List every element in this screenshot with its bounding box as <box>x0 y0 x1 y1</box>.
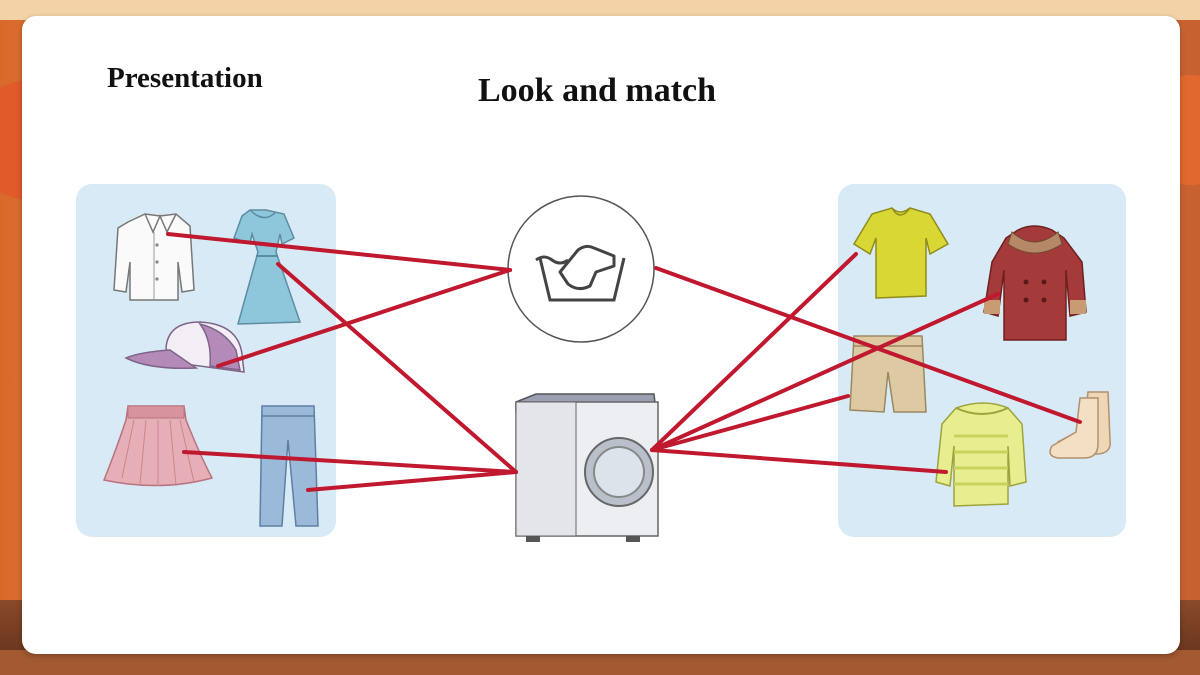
coat-icon[interactable] <box>983 225 1087 341</box>
t-shirt-icon[interactable] <box>852 207 950 299</box>
match-lines <box>166 232 1082 492</box>
match-line-dress-machine <box>276 262 518 474</box>
match-line-cap-handwash <box>216 268 512 368</box>
sweater-icon[interactable] <box>935 402 1027 507</box>
match-line-handwash-socks <box>654 266 1082 424</box>
jeans-icon[interactable] <box>259 405 319 527</box>
match-line-skirt-machine <box>182 450 518 474</box>
section-label: Presentation <box>107 62 263 94</box>
match-line-tshirt-machine <box>650 252 858 452</box>
skirt-icon[interactable] <box>102 405 214 487</box>
match-line-jeans-machine <box>306 470 518 492</box>
dress-icon[interactable] <box>233 209 302 325</box>
match-line-sweater-machine <box>650 448 948 474</box>
cap-icon[interactable] <box>124 321 245 373</box>
hand-wash-symbol-icon[interactable] <box>507 195 655 343</box>
match-line-shirt-handwash <box>166 232 512 272</box>
match-line-shorts-machine <box>650 394 850 452</box>
socks-icon[interactable] <box>1049 391 1111 459</box>
shirt-icon[interactable] <box>113 213 195 301</box>
washing-machine-icon[interactable] <box>515 393 659 542</box>
slide-title: Look and match <box>478 72 717 109</box>
match-line-coat-machine <box>650 292 1000 452</box>
